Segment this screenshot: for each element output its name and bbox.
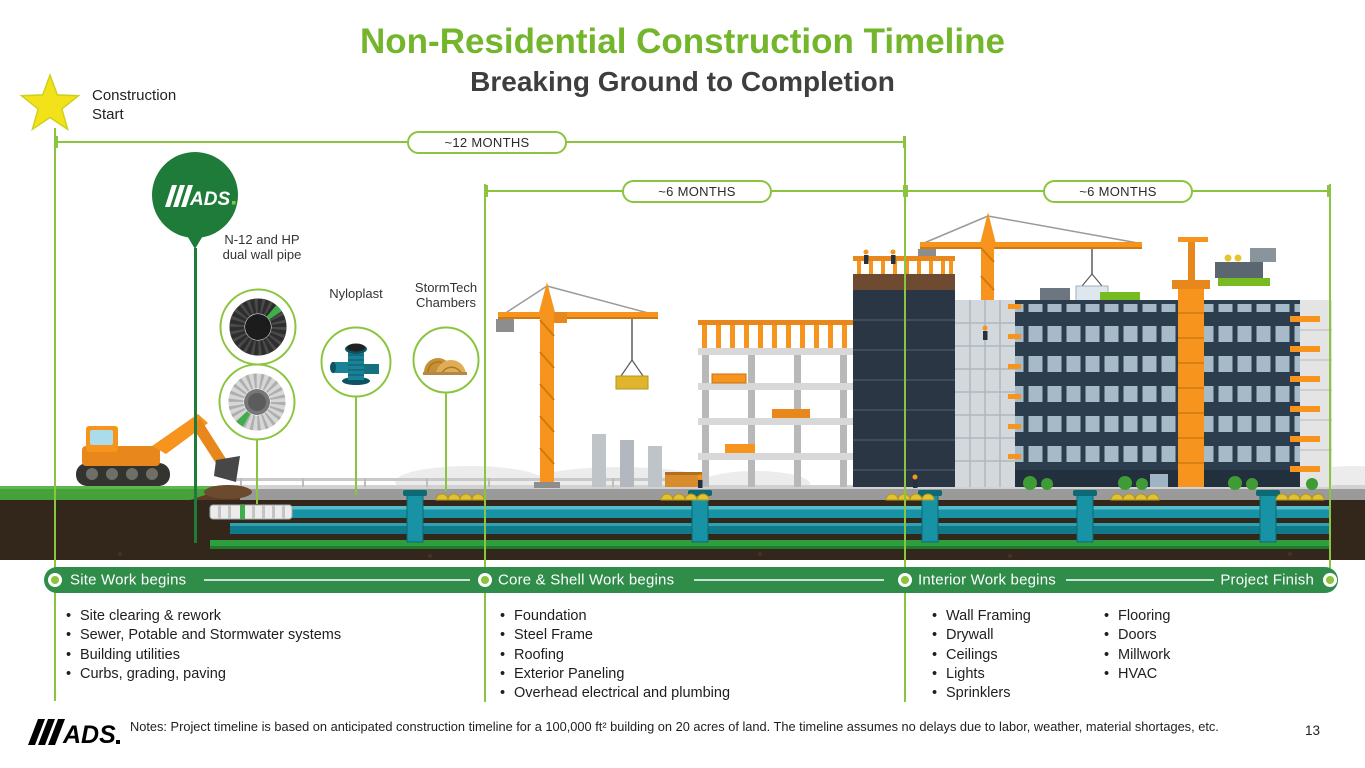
construction-workers: [697, 249, 988, 488]
list-item: Overhead electrical and plumbing: [498, 684, 730, 704]
construction-start-label: Construction Start: [92, 87, 177, 123]
list-item: Ceilings: [930, 646, 1031, 666]
balloon-stem-line: [194, 248, 197, 543]
pipe-callout-connector-line: [256, 440, 258, 504]
timeline-vertical-line-core-shell: [484, 184, 486, 702]
milestone-label-finish: Project Finish: [1220, 571, 1314, 589]
nyloplast-callout-connector-line: [355, 397, 357, 495]
list-item: Site clearing & rework: [64, 607, 341, 627]
milestone-label-interior: Interior Work begins: [918, 571, 1056, 589]
stormtech-chamber-rows: [435, 493, 1325, 501]
list-item: Doors: [1102, 626, 1170, 646]
list-item: Sprinklers: [930, 684, 1031, 704]
nyloplast-callout-label: Nyloplast: [329, 286, 383, 301]
interior-work-list-col2: Flooring Doors Millwork HVAC: [1102, 607, 1170, 684]
duration-label-6-months-core-shell: ~6 MONTHS: [622, 180, 772, 203]
ads-balloon-logo-text: ADS: [189, 189, 230, 210]
nyloplast-photo-callout: [320, 326, 392, 398]
list-item: Exterior Paneling: [498, 665, 730, 685]
milestone-dot-site-work: [48, 573, 62, 587]
list-item: Foundation: [498, 607, 730, 627]
milestone-bar: Site Work begins Core & Shell Work begin…: [44, 567, 1338, 593]
list-item: Sewer, Potable and Stormwater systems: [64, 626, 341, 646]
ads-footer-logo-text: ADS: [62, 721, 116, 749]
site-work-list: Site clearing & rework Sewer, Potable an…: [64, 607, 341, 684]
n12-pipe-callout-label: N-12 and HP dual wall pipe: [222, 232, 302, 263]
list-item: Roofing: [498, 646, 730, 666]
milestone-label-site-work: Site Work begins: [70, 571, 187, 589]
ads-logo-white-icon: ADS: [165, 185, 236, 210]
milestone-dot-interior: [898, 573, 912, 587]
timeline-vertical-line-start: [54, 128, 56, 701]
milestone-dot-finish: [1323, 573, 1337, 587]
duration-label-6-months-interior: ~6 MONTHS: [1043, 180, 1193, 203]
n12-pipe-photo-callout-1: [219, 288, 297, 366]
list-item: Building utilities: [64, 646, 341, 666]
tower-crane-right-illustration: [918, 212, 1142, 312]
milestone-dot-core-shell: [478, 573, 492, 587]
ads-balloon-marker: ADS: [152, 152, 238, 249]
completed-building-illustration: [955, 237, 1332, 490]
star-icon: [19, 72, 81, 132]
interior-work-list-col1: Wall Framing Drywall Ceilings Lights Spr…: [930, 607, 1031, 704]
list-item: Flooring: [1102, 607, 1170, 627]
timeline-vertical-line-interior: [904, 136, 906, 702]
milestone-label-core-shell: Core & Shell Work begins: [498, 571, 675, 589]
timeline-vertical-line-finish: [1329, 184, 1331, 568]
construction-scene-illustration: [0, 212, 1365, 560]
page-number: 13: [1305, 723, 1321, 738]
milestone-connector-line: [204, 579, 470, 581]
stormtech-callout-label: StormTech Chambers: [414, 280, 478, 311]
list-item: HVAC: [1102, 665, 1170, 685]
milestone-connector-line: [694, 579, 884, 581]
underground-pipes-illustration: [209, 490, 1330, 549]
list-item: Steel Frame: [498, 626, 730, 646]
tower-crane-left-illustration: [496, 282, 658, 488]
page-title: Non-Residential Construction Timeline: [360, 22, 1005, 61]
milestone-connector-line: [1066, 579, 1214, 581]
list-item: Curbs, grading, paving: [64, 665, 341, 685]
list-item: Wall Framing: [930, 607, 1031, 627]
list-item: Millwork: [1102, 646, 1170, 666]
n12-pipe-photo-callout-2: [218, 363, 296, 441]
excavator-illustration: [76, 414, 252, 499]
footer-notes: Notes: Project timeline is based on anti…: [130, 719, 1219, 734]
page-subtitle: Breaking Ground to Completion: [470, 66, 895, 97]
ads-logo: ADS: [28, 719, 120, 749]
list-item: Lights: [930, 665, 1031, 685]
duration-label-12-months: ~12 MONTHS: [407, 131, 567, 154]
stormtech-callout-connector-line: [445, 393, 447, 491]
stormtech-photo-callout: [412, 326, 480, 394]
core-shell-list: Foundation Steel Frame Roofing Exterior …: [498, 607, 730, 704]
list-item: Drywall: [930, 626, 1031, 646]
building-under-construction-illustration: [592, 256, 955, 487]
